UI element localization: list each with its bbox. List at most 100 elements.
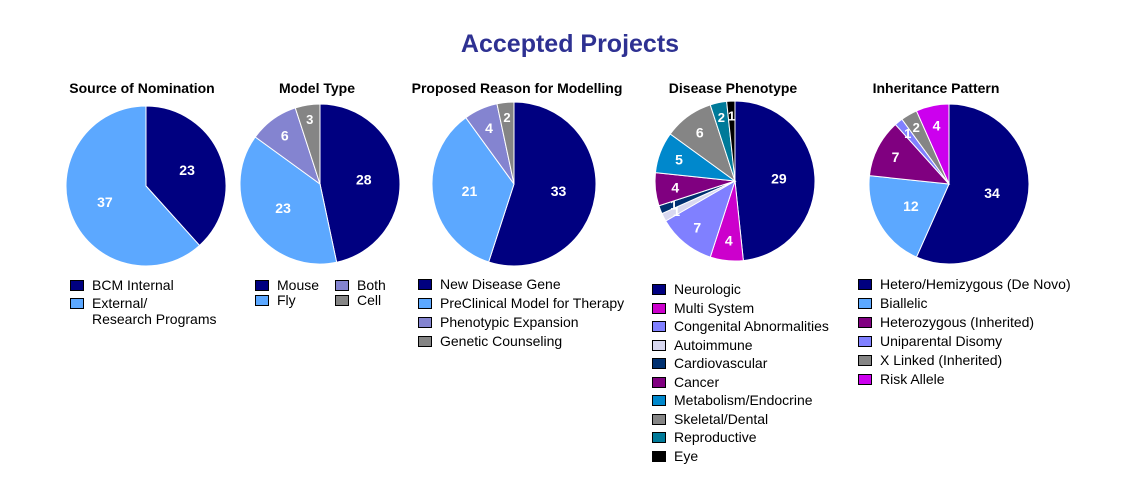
legend-item-preclinical-model-for-therapy: PreClinical Model for Therapy bbox=[418, 295, 624, 311]
legend-item-neurologic: Neurologic bbox=[652, 281, 741, 297]
slice-value-label: 12 bbox=[903, 198, 919, 214]
slice-value-label: 2 bbox=[503, 110, 510, 125]
legend-label: Genetic Counseling bbox=[440, 333, 563, 349]
legend-item-metabolism-endocrine: Metabolism/Endocrine bbox=[652, 392, 813, 408]
legend-swatch bbox=[652, 413, 666, 425]
slice-value-label: 29 bbox=[771, 171, 787, 187]
legend-item-bcm-internal: BCM Internal bbox=[70, 277, 174, 293]
slice-value-label: 2 bbox=[718, 110, 725, 125]
slice-value-label: 6 bbox=[696, 124, 704, 140]
legend-label: Phenotypic Expansion bbox=[440, 314, 579, 330]
legend-swatch bbox=[652, 321, 666, 332]
pie-slice-new-disease-gene bbox=[488, 101, 597, 267]
legend-swatch bbox=[858, 374, 872, 385]
legend-item-cell: Cell bbox=[335, 292, 381, 308]
pie-slice-risk-allele bbox=[915, 103, 950, 185]
legend-swatch bbox=[858, 279, 872, 290]
slice-value-label: 4 bbox=[725, 233, 733, 249]
slice-value-label: 7 bbox=[892, 149, 900, 165]
legend-label: Reproductive bbox=[674, 429, 757, 445]
slice-value-label: 5 bbox=[675, 151, 683, 167]
slice-value-label: 1 bbox=[673, 204, 680, 219]
legend-label: Fly bbox=[277, 292, 296, 308]
legend-swatch bbox=[418, 336, 432, 347]
legend-item-multi-system: Multi System bbox=[652, 300, 754, 316]
chart-title-inheritance-pattern: Inheritance Pattern bbox=[872, 80, 1000, 96]
legend-label: Cell bbox=[357, 292, 382, 308]
legend-item-congenital-abnormalities: Congenital Abnormalities bbox=[652, 318, 829, 334]
legend-label: Metabolism/Endocrine bbox=[674, 392, 813, 408]
legend-swatch bbox=[335, 280, 349, 291]
legend-label: Autoimmune bbox=[674, 336, 753, 353]
pie-slice-external-research-programs bbox=[65, 105, 201, 267]
legend-swatch bbox=[418, 298, 432, 309]
chart-title-source-of-nomination: Source of Nomination bbox=[69, 80, 215, 96]
page-title: Accepted Projects bbox=[460, 30, 680, 58]
legend-swatch bbox=[858, 336, 872, 347]
chart-title-disease-phenotype: Disease Phenotype bbox=[668, 80, 798, 96]
legend-label: Uniparental Disomy bbox=[880, 333, 1003, 349]
legend-label: Both bbox=[357, 277, 386, 293]
pie-slice-biallelic bbox=[868, 175, 950, 258]
legend-label: Mouse bbox=[277, 277, 320, 293]
slice-value-label: 33 bbox=[551, 183, 567, 199]
slice-value-label: 1 bbox=[728, 108, 735, 123]
legend-item-risk-allele: Risk Allele bbox=[858, 371, 945, 387]
legend-swatch bbox=[652, 376, 666, 388]
pie-slice-cell bbox=[294, 103, 321, 185]
chart-title-proposed-reason-for-modelling: Proposed Reason for Modelling bbox=[411, 80, 623, 96]
legend-item-both: Both bbox=[335, 277, 386, 293]
slice-value-label: 21 bbox=[462, 183, 478, 199]
pie-slice-mouse bbox=[319, 103, 401, 263]
legend-item-new-disease-gene: New Disease Gene bbox=[418, 276, 561, 292]
legend-swatch bbox=[255, 295, 269, 306]
legend-swatch bbox=[70, 298, 84, 309]
legend-label: Cancer bbox=[674, 373, 720, 390]
legend-swatch bbox=[652, 339, 666, 351]
legend-label: Heterozygous (Inherited) bbox=[880, 314, 1035, 330]
legend-item-autoimmune: Autoimmune bbox=[652, 337, 753, 353]
slice-value-label: 1 bbox=[904, 126, 911, 141]
legend-label: New Disease Gene bbox=[440, 276, 561, 292]
legend-label: Multi System bbox=[674, 299, 755, 316]
legend-item-eye: Eye bbox=[652, 448, 698, 464]
slice-value-label: 23 bbox=[179, 162, 195, 178]
legend-swatch bbox=[652, 395, 666, 406]
legend-label: Hetero/Hemizygous (De Novo) bbox=[880, 276, 1071, 292]
legend-label: PreClinical Model for Therapy bbox=[440, 295, 625, 311]
legend-swatch bbox=[418, 317, 432, 328]
legend-swatch bbox=[652, 302, 666, 314]
legend-swatch bbox=[652, 284, 666, 295]
legend-item-cancer: Cancer bbox=[652, 374, 719, 390]
legend-item-heterozygous-inherited: Heterozygous (Inherited) bbox=[858, 314, 1034, 330]
slice-value-label: 37 bbox=[97, 194, 113, 210]
legend-label: X Linked (Inherited) bbox=[880, 352, 1003, 368]
legend-item-genetic-counseling: Genetic Counseling bbox=[418, 333, 562, 349]
legend-label: Skeletal/Dental bbox=[674, 410, 769, 427]
slice-value-label: 1 bbox=[670, 198, 677, 213]
slice-value-label: 28 bbox=[356, 171, 372, 187]
legend-label: External/ Research Programs bbox=[92, 295, 217, 327]
pie-slice-genetic-counseling bbox=[496, 101, 515, 185]
legend-label: Eye bbox=[674, 447, 699, 464]
legend-item-uniparental-disomy: Uniparental Disomy bbox=[858, 333, 1002, 349]
legend-item-cardiovascular: Cardiovascular bbox=[652, 355, 767, 371]
pie-slice-eye bbox=[726, 100, 736, 182]
legend-label: Risk Allele bbox=[880, 371, 945, 387]
legend-swatch bbox=[652, 358, 666, 369]
slice-value-label: 6 bbox=[281, 127, 289, 143]
chart-title-model-type: Model Type bbox=[279, 80, 355, 96]
pie-slice-preclinical-model-for-therapy bbox=[431, 116, 515, 263]
legend-item-reproductive: Reproductive bbox=[652, 429, 757, 445]
pie-slice-fly bbox=[239, 136, 338, 265]
legend-item-hetero-hemizygous-de-novo: Hetero/Hemizygous (De Novo) bbox=[858, 276, 1071, 292]
pie-chart-source-of-nomination: 23 37 bbox=[65, 105, 227, 267]
slice-value-label: 3 bbox=[306, 112, 313, 127]
legend-swatch bbox=[255, 280, 269, 291]
legend-label: Neurologic bbox=[674, 281, 741, 297]
legend-swatch bbox=[858, 355, 872, 366]
